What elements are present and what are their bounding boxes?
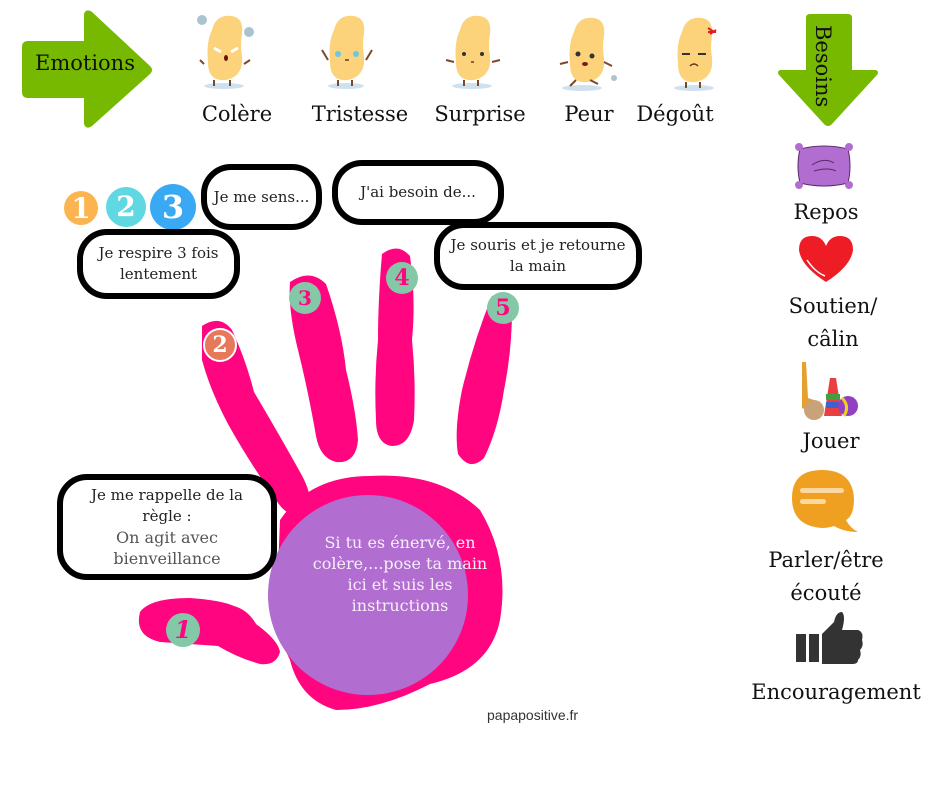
emotion-label-colere: Colère <box>201 102 273 126</box>
finger-badge-1: 1 <box>166 613 200 647</box>
need-label-jouer: Jouer <box>731 425 931 458</box>
need-text: Soutien/ <box>788 294 878 318</box>
bubble-text: Je souris et je retourne <box>450 236 626 254</box>
finger-badge-4: 4 <box>386 262 418 294</box>
emotion-label-peur: Peur <box>564 102 614 126</box>
disgusted-bean-icon <box>674 17 717 91</box>
heart-icon <box>799 236 853 282</box>
emotions-label: Emotions <box>35 51 135 75</box>
bubble-text-muted: On agit avec <box>116 528 218 547</box>
need-label-soutien: Soutien/ câlin <box>733 290 933 356</box>
bubble-text: J'ai besoin de... <box>360 183 476 201</box>
emotion-label-surprise: Surprise <box>434 102 526 126</box>
crying-bean-icon <box>321 15 373 89</box>
bubble-smile: Je souris et je retourne la main <box>434 222 642 290</box>
emotions-arrow-icon <box>22 10 152 128</box>
palm-instructions: Si tu es énervé, en colère,...pose ta ma… <box>300 532 500 616</box>
finger-badge-3: 3 <box>289 282 321 314</box>
palm-line: colère,...pose ta main <box>312 554 488 573</box>
bubble-text: lentement <box>119 265 198 283</box>
bubble-text: règle : <box>142 507 192 525</box>
surprised-bean-icon <box>445 15 501 89</box>
finger-badge-2: 2 <box>203 328 237 362</box>
need-text: écouté <box>790 581 862 605</box>
toys-icon <box>802 362 858 420</box>
step-badge-1: 1 <box>64 191 98 225</box>
bubble-text: Je me rappelle de la <box>91 486 243 504</box>
palm-line: instructions <box>351 596 449 615</box>
bubble-feel: Je me sens... <box>201 164 322 230</box>
step-badge-2: 2 <box>106 187 146 227</box>
need-text: Jouer <box>802 429 860 453</box>
thumbs-up-icon <box>796 612 863 664</box>
needs-label: Besoins <box>811 24 835 108</box>
emotion-label-tristesse: Tristesse <box>311 102 409 126</box>
need-text: Parler/être <box>768 548 884 572</box>
step-badge-3: 3 <box>150 184 196 230</box>
bubble-text: Je respire 3 fois <box>98 244 219 262</box>
bubble-text-muted: bienveillance <box>113 549 221 568</box>
site-credit: papapositive.fr <box>487 707 579 723</box>
need-text: Encouragement <box>751 680 921 704</box>
finger-badge-5: 5 <box>487 292 519 324</box>
needs-arrow-icon <box>778 14 878 126</box>
scared-bean-icon <box>559 17 617 91</box>
emotion-label-degout: Dégoût <box>636 102 714 126</box>
bubble-text: la main <box>509 257 567 275</box>
need-text: Repos <box>793 200 859 224</box>
bubble-text: Je me sens... <box>213 187 310 206</box>
pillow-icon <box>795 143 853 189</box>
angry-bean-icon <box>197 15 254 89</box>
palm-line: Si tu es énervé, en <box>324 533 476 552</box>
palm-line: ici et suis les <box>347 575 453 594</box>
need-label-parler: Parler/être écouté <box>726 544 926 610</box>
speech-bubble-icon <box>792 470 858 532</box>
need-label-encouragement: Encouragement <box>736 676 936 709</box>
need-text: câlin <box>807 327 859 351</box>
hand-icon <box>138 248 512 710</box>
bubble-breathe: Je respire 3 fois lentement <box>77 229 240 299</box>
need-label-repos: Repos <box>726 196 926 229</box>
bubble-need: J'ai besoin de... <box>332 160 504 225</box>
bubble-rule: Je me rappelle de la règle : On agit ave… <box>57 474 277 580</box>
